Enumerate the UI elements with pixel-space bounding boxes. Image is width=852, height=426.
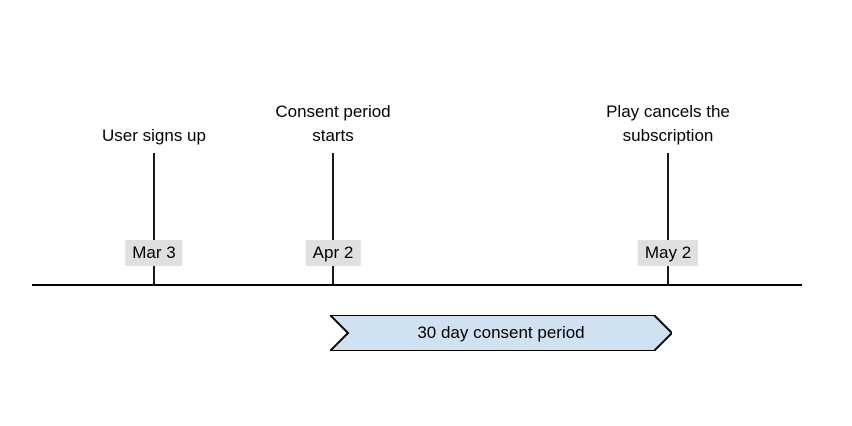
- milestone-tick-icon: [667, 153, 669, 285]
- timeline-axis: [32, 284, 802, 286]
- chevron-ribbon-icon: [330, 315, 672, 351]
- milestone-caption: User signs up: [102, 126, 206, 145]
- milestone-caption: Consent period starts: [275, 102, 391, 145]
- milestone-date-badge: Apr 2: [305, 240, 361, 266]
- milestone-date-badge: Mar 3: [125, 240, 183, 266]
- milestone-caption: Play cancels the subscription: [606, 102, 730, 145]
- consent-period-banner[interactable]: 30 day consent period: [330, 315, 672, 351]
- milestone-tick-icon: [153, 153, 155, 285]
- milestone-date-badge: May 2: [637, 240, 699, 266]
- milestone-tick-icon: [332, 153, 334, 285]
